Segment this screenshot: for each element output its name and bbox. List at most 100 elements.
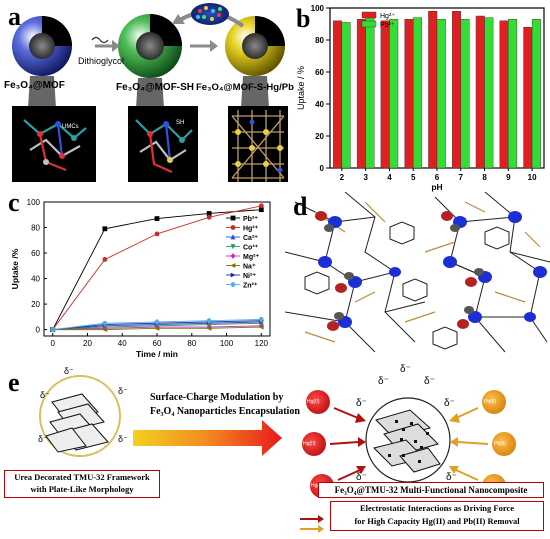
y-tick-label: 60 [31,249,40,258]
recycle-arrow-head [172,14,185,24]
bar-pb [436,19,446,169]
composite-plates [373,409,441,473]
y-tick-label: 80 [315,36,324,45]
sphere-fe3o4-mof-sh [118,14,182,78]
delta-label: δ⁻ [446,472,457,483]
data-point [230,234,236,240]
y-tick-label: 40 [31,275,40,284]
bar-hg [452,10,461,169]
y-tick-label: 100 [311,4,325,13]
panel-a-label: a [8,2,21,31]
x-tick-label: 10 [528,173,537,182]
bar-pb [341,22,351,169]
data-point [230,263,236,268]
y-tick-label: 0 [320,164,325,173]
arrow-caption-line-1: Surface-Charge Modulation by [150,392,284,403]
bar-hg [333,20,343,169]
delta-label: δ⁻ [356,472,367,483]
legend-pb-arrowhead [318,525,324,533]
inset-1-atoms [37,121,77,165]
arrow-caption-line-2: Fe₃O₄ Nanoparticles Encapsulation [150,406,300,417]
data-point [230,244,236,250]
panel-d: d [284,191,550,362]
dithioglycol-squiggle [91,36,109,44]
panel-e: e [0,362,550,534]
zoom-pointer-2 [136,78,164,108]
atoms-gray [324,224,484,320]
data-point [102,257,108,262]
inset-3-metal-sites [235,119,283,173]
x-tick-label: 0 [50,339,55,348]
panel-b-label: b [296,4,311,33]
legend-label: Pb²⁺ [243,216,258,223]
y-tick-label: 40 [315,100,324,109]
mechanism-legend-box: Electrostatic Interactions as Driving Fo… [330,501,544,531]
x-axis-label: pH [431,182,442,192]
panel-c-label: c [8,188,20,217]
x-tick-label: 7 [459,173,464,182]
legend-label: Na⁺ [243,264,256,271]
inset-3-framework [231,110,285,182]
delta-label: δ⁻ [118,386,128,396]
inset-structure-mof-sh [128,106,198,182]
tmu32-caption-line-2: with Plate-Like Morphology [30,484,134,494]
data-point [230,282,236,287]
label-fe3o4-mof-s-hgpb: Fe₃O₄@MOF-S-Hg/Pb [196,82,294,93]
tmu32-caption-box: Urea Decorated TMU-32 Framework with Pla… [4,470,160,498]
atoms-blue [318,211,547,328]
pb-ion-label: Pb(II) [484,399,497,405]
zoom-pointer-3 [241,76,269,108]
hg-attraction-arrowheads [355,413,366,474]
delta-label: δ⁻ [356,398,367,409]
composite-title-box: Fe₃O₄@TMU-32 Multi-Functional Nanocompos… [318,482,544,498]
y-tick-label: 0 [36,326,41,335]
crystal-packing-structure [284,191,550,362]
data-point [230,215,236,221]
data-point [206,214,212,220]
data-point [154,319,160,325]
sphere-fe3o4-mof [12,16,72,76]
bar-pb [365,17,375,169]
delta-label: δ⁻ [378,376,389,387]
delta-label: δ⁻ [38,434,48,444]
y-axis-label: Uptake / % [296,66,306,110]
fe3o4-nanoparticles [388,420,429,463]
data-point [50,327,56,333]
data-point [206,318,212,324]
plot-frame [43,201,271,337]
data-point [102,226,108,232]
panel-a-scheme [12,3,288,182]
mechanism-legend-line-1: Electrostatic Interactions as Driving Fo… [359,503,515,513]
metal-ion-cluster-icon [191,3,229,25]
y-tick-label: 20 [31,300,40,309]
y-axis-label: Uptake /% [10,248,20,289]
delta-label: δ⁻ [444,398,455,409]
atoms-red [315,211,477,331]
data-point [154,216,160,221]
x-tick-label: 60 [153,339,162,348]
data-point [206,211,212,216]
x-tick-label: 120 [255,339,269,348]
composite-title: Fe₃O₄@TMU-32 Multi-Functional Nanocompos… [334,485,528,495]
label-umcs: UMCs [62,124,79,130]
data-point [230,225,236,230]
pb-attraction-arrows [455,407,489,481]
bar-pb [389,19,399,169]
legend-label: Hg²⁺ [243,226,259,233]
bar-hg [499,20,509,169]
x-tick-label: 8 [482,173,487,182]
data-point [230,272,236,278]
plate-stack [45,393,109,453]
label-dithioglycol: Dithioglycol [78,56,125,66]
hg-ion-label: Hg(II) [307,399,320,405]
zoom-pointer-1 [28,76,56,108]
bar-pb [508,19,518,169]
mechanism-legend-line-2: for High Capacity Hg(II) and Pb(II) Remo… [354,516,520,526]
data-point [258,324,264,330]
x-tick-label: 6 [435,173,440,182]
legend-label: Co²⁺ [243,245,259,252]
series [50,203,264,333]
label-fe3o4-mof-sh: Fe₃O₄@MOF-SH [116,82,195,93]
